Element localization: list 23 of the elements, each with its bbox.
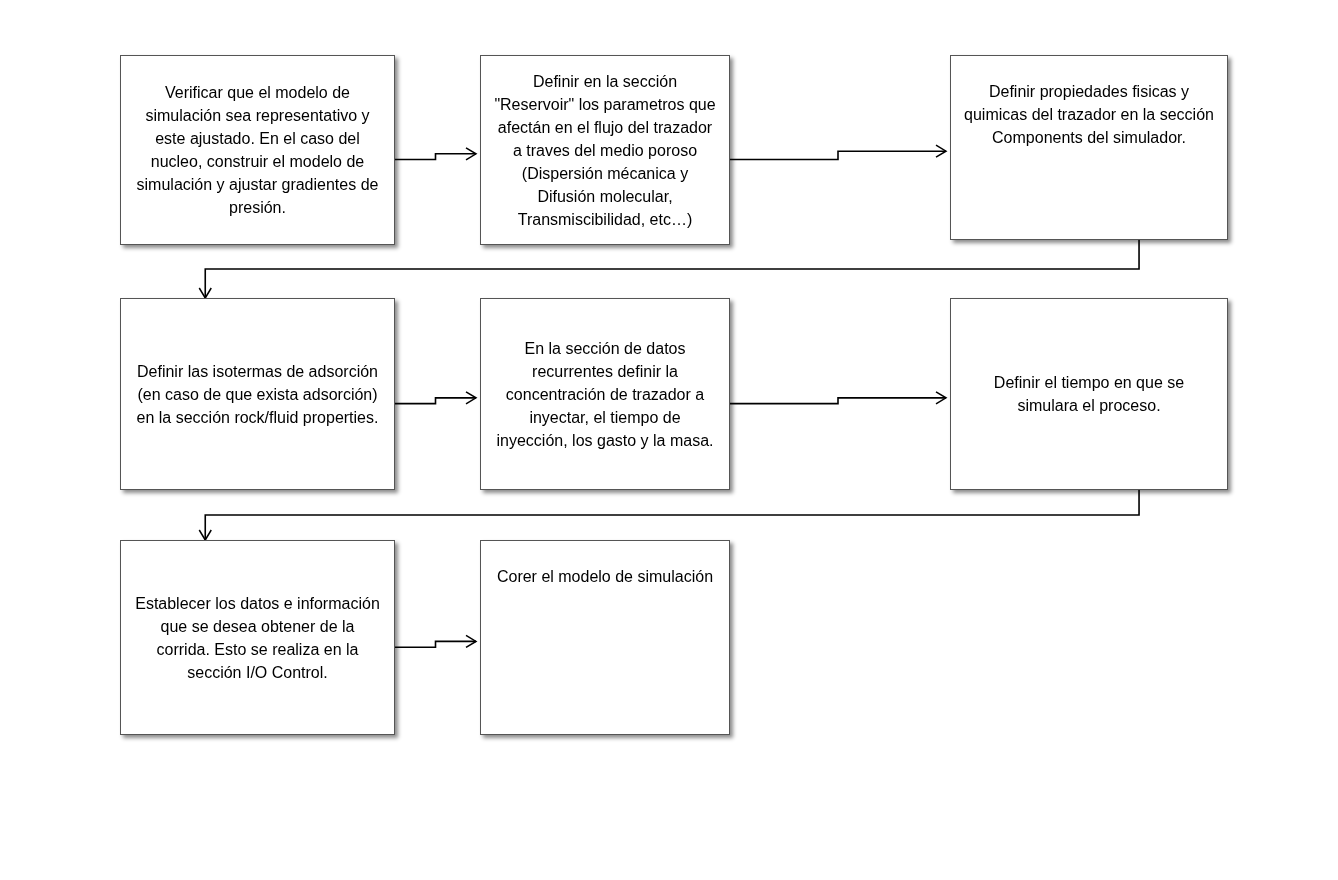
step-text: Corer el modelo de simulación: [496, 567, 714, 587]
process-box: [120, 540, 395, 735]
process-box: [950, 298, 1228, 490]
process-box: [480, 55, 730, 245]
arrow: [394, 391, 477, 405]
process-box: [120, 298, 395, 490]
arrow: [729, 144, 947, 161]
arrow: [198, 489, 1140, 541]
step-text: Definir las isotermas de adsorción (en caso de que exista adsorción) en la sección rock/fluid properties.: [135, 361, 380, 428]
process-box: [480, 540, 730, 735]
process-box: [480, 298, 730, 490]
arrow: [198, 239, 1140, 299]
step-text: Establecer los datos e información que se desea obtener de la corrida. Esto se realiza en la sección I/O Control.: [134, 593, 381, 683]
arrow: [729, 391, 947, 405]
step-text: En la sección de datos recurrentes definir la concentración de trazador a inyectar, el tiempo de inyección, los gasto y la masa.: [495, 338, 715, 451]
step-text: Definir propiedades fisicas y quimicas del trazador en la sección Components del simulador.: [963, 82, 1215, 148]
process-box: [120, 55, 395, 245]
arrow: [394, 147, 477, 161]
arrow: [394, 634, 477, 649]
process-box: [950, 55, 1228, 240]
step-text: Definir el tiempo en que se simulara el proceso.: [992, 373, 1186, 416]
step-text: Verificar que el modelo de simulación sea representativo y este ajustado. En el caso del nucleo, construir el modelo de simulación y ajustar gradientes de presión.: [135, 83, 380, 218]
step-text: Definir en la sección "Reservoir" los parametros que afectán en el flujo del trazador a traves del medio poroso (Dispersión mécanica y Difusión molecular, Transmiscibilidad, etc…): [493, 71, 717, 230]
